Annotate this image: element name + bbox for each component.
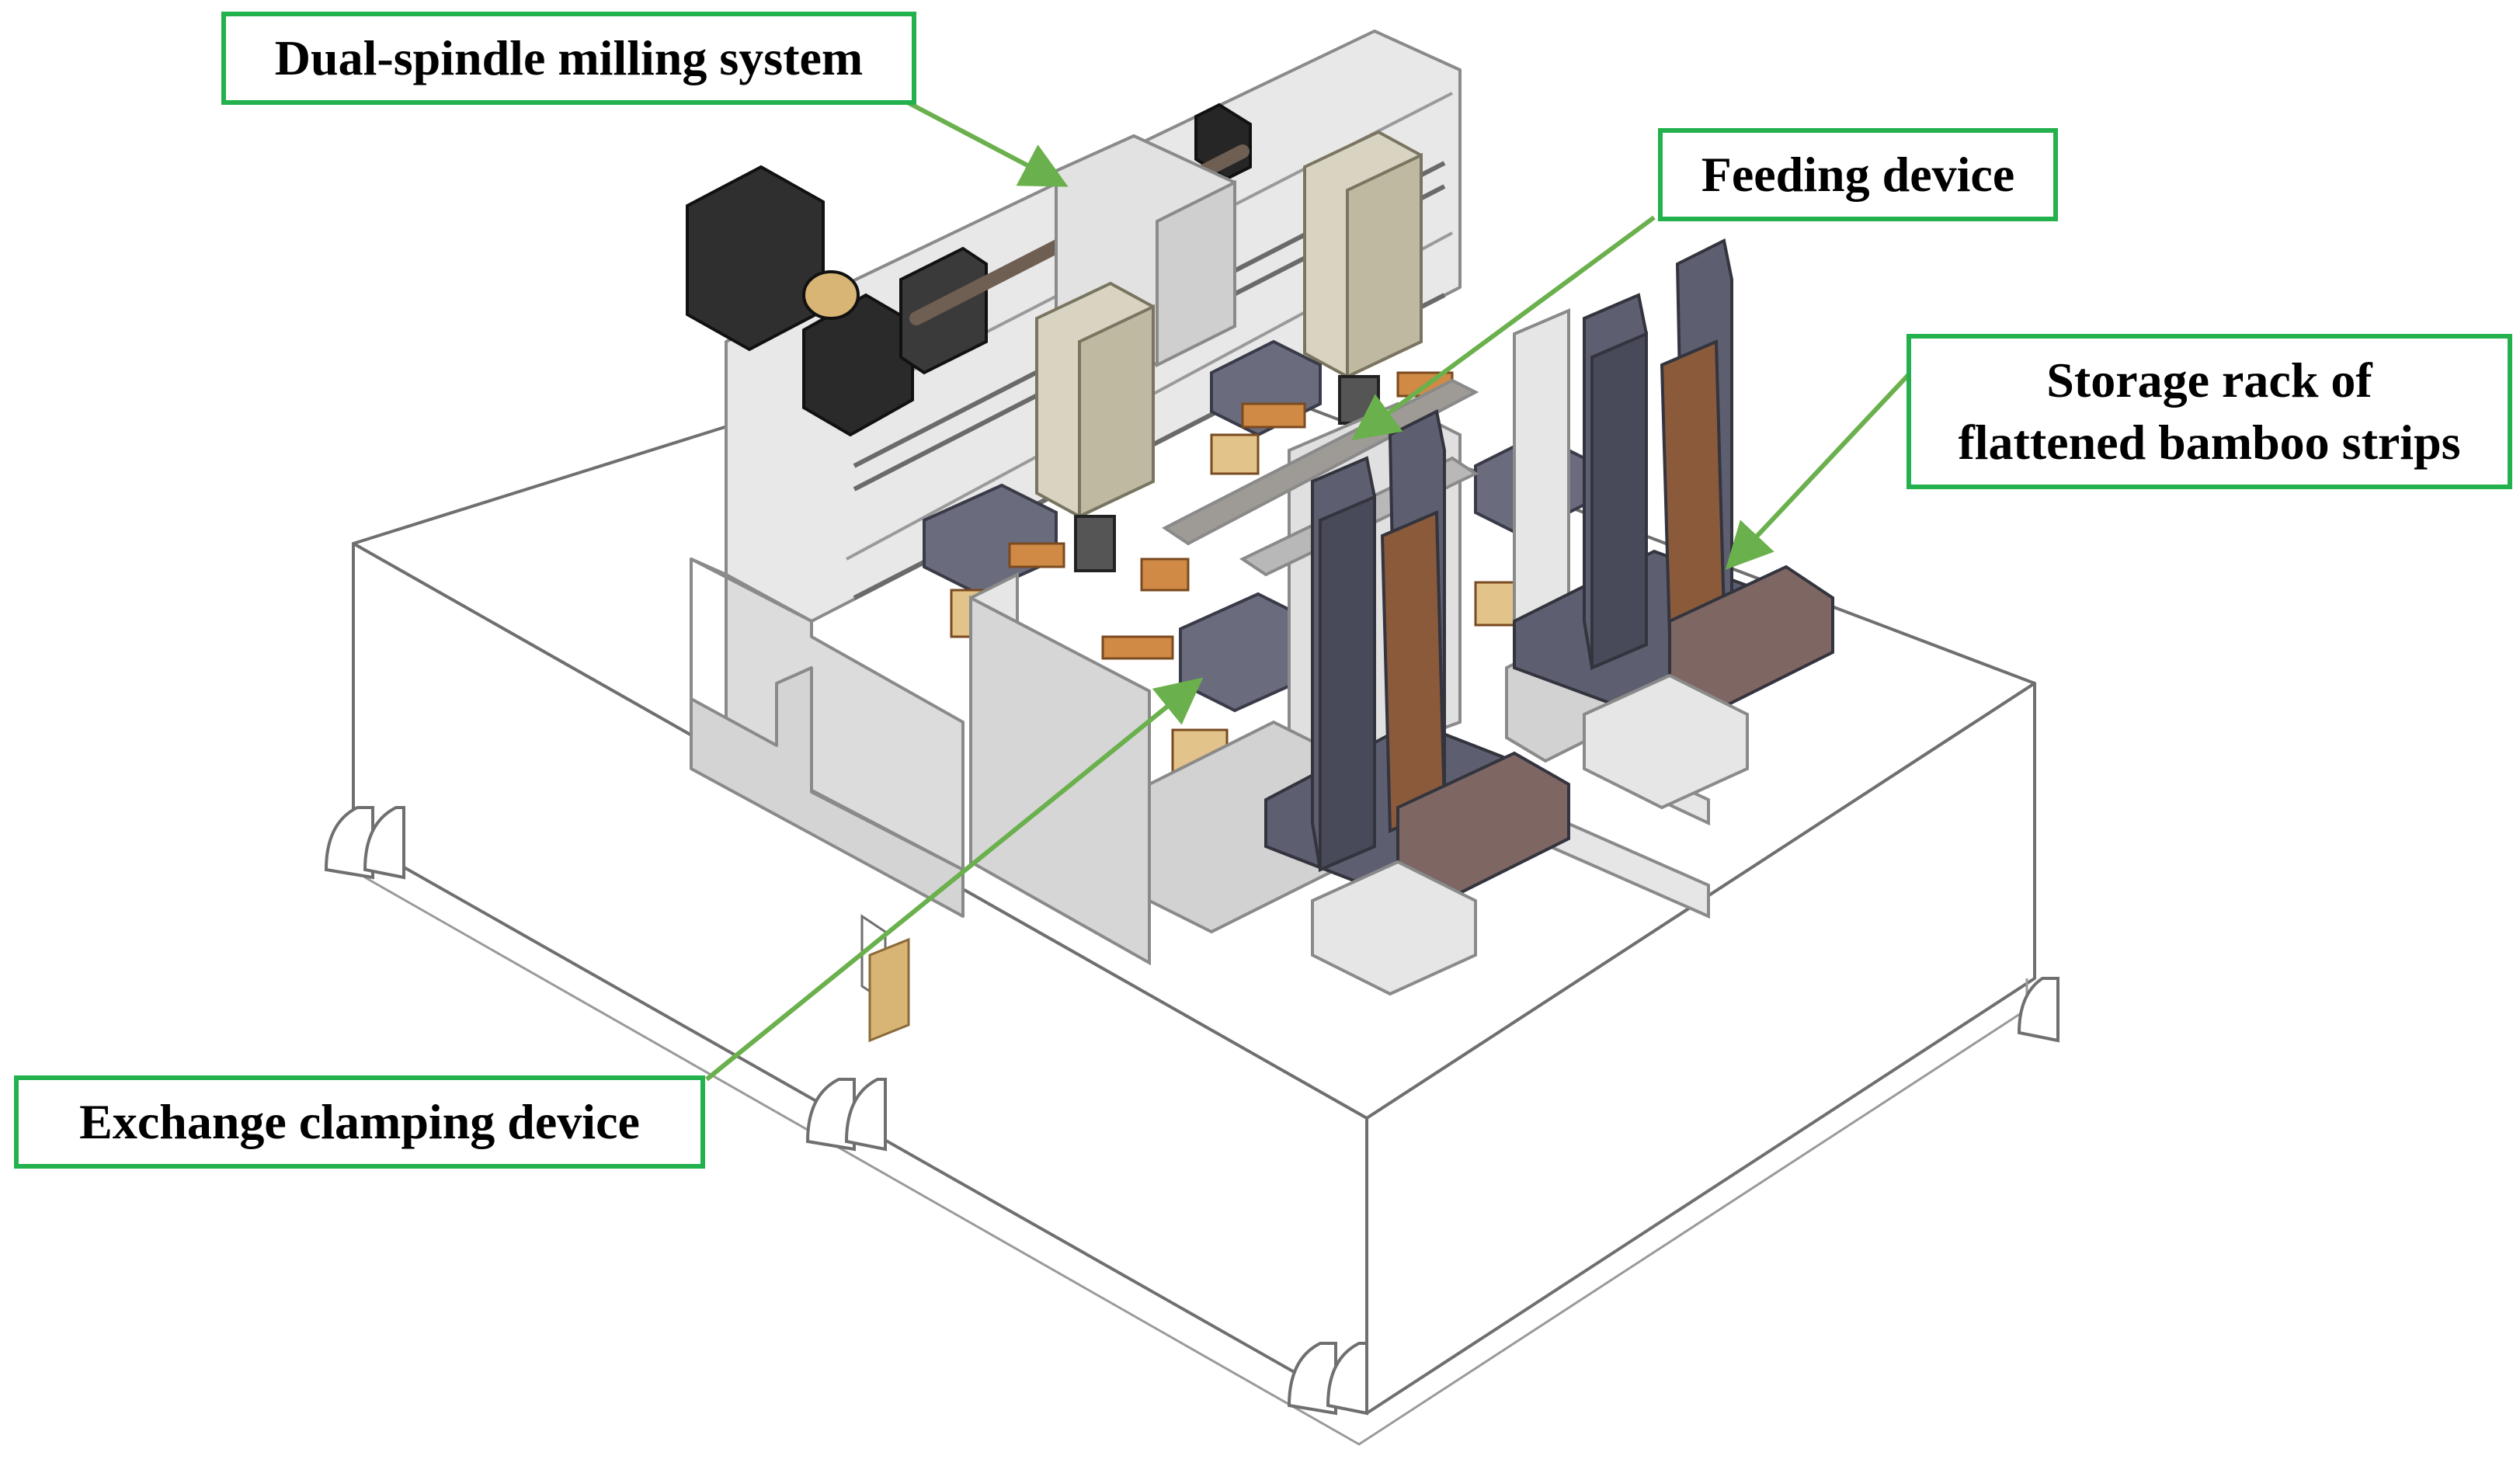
label-dual-spindle-milling-system: Dual-spindle milling system <box>221 12 916 105</box>
label-text-storage-line2: flattened bamboo strips <box>1958 415 2461 470</box>
label-text-feeding: Feeding device <box>1701 147 2015 202</box>
label-text-storage-line1: Storage rack of <box>2046 353 2372 408</box>
spindle-left <box>1035 281 1155 572</box>
label-feeding-device: Feeding device <box>1658 128 2058 221</box>
servo-motor <box>686 102 1252 437</box>
arrow-milling <box>903 99 1069 187</box>
label-text-clamping: Exchange clamping device <box>79 1094 640 1149</box>
label-exchange-clamping-device: Exchange clamping device <box>14 1075 705 1169</box>
arrow-storage <box>1725 370 1913 570</box>
storage-rack-back <box>1513 238 1834 810</box>
base-feet <box>324 806 2059 1416</box>
arrow-feeding <box>1351 215 1656 441</box>
spindle-right <box>1303 130 1423 425</box>
leader-arrows <box>705 99 1913 1082</box>
label-text-milling: Dual-spindle milling system <box>274 30 864 85</box>
label-storage-rack: Storage rack of flattened bamboo strips <box>1907 334 2512 489</box>
storage-rack-front <box>1264 409 1570 996</box>
arrow-clamping <box>705 677 1204 1082</box>
